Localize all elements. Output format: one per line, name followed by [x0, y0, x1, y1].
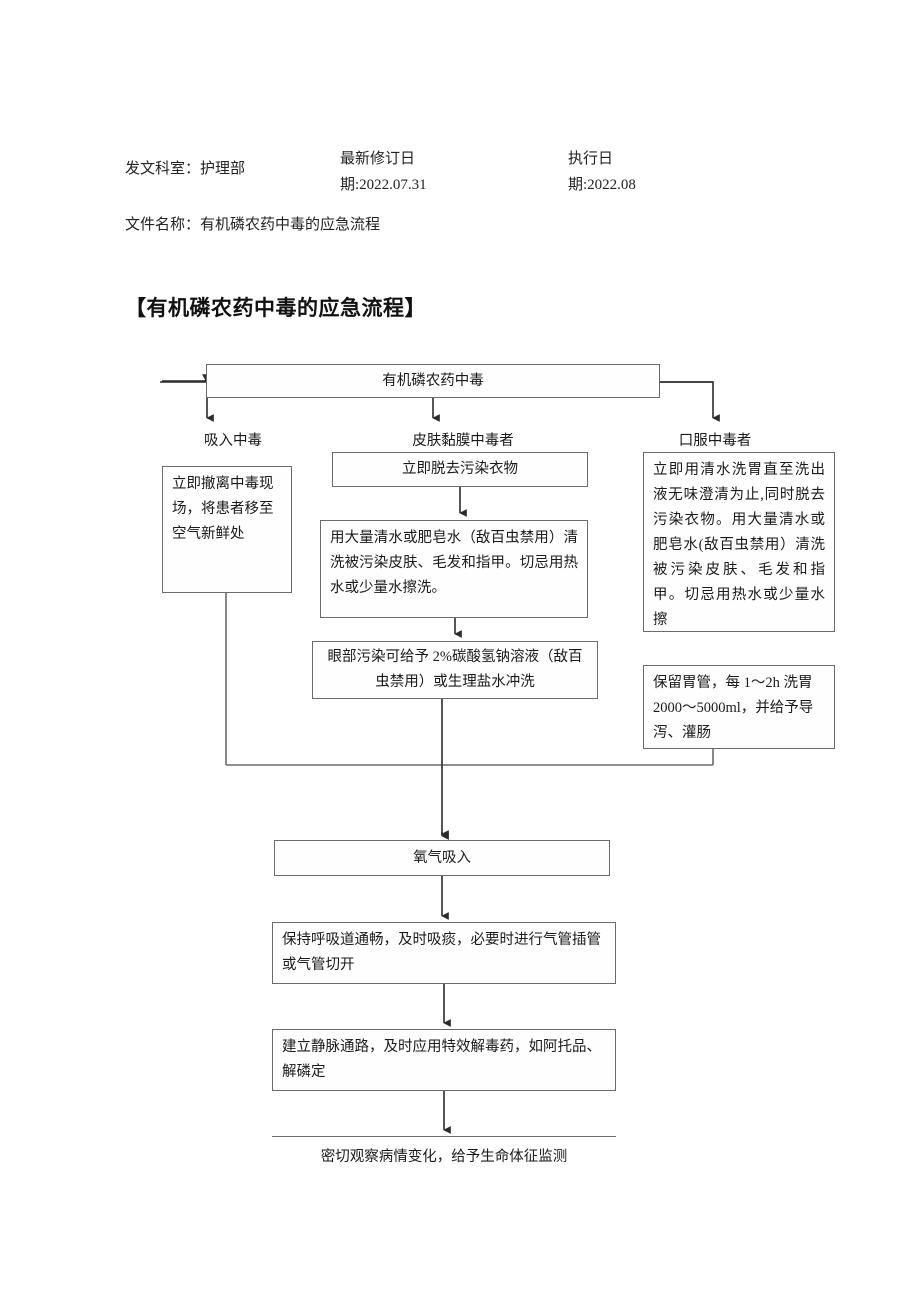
- header-execution-value: 期:2022.08: [568, 177, 636, 193]
- flow-node-root: 有机磷农药中毒: [206, 364, 660, 398]
- flow-node-middle-step3-label: 眼部污染可给予 2%碳酸氢钠溶液（敌百虫禁用）或生理盐水冲洗: [327, 649, 583, 690]
- page-title: 【有机磷农药中毒的应急流程】: [125, 297, 426, 320]
- header-execution-date: 执行日 期:2022.08: [568, 146, 636, 198]
- branch-label-oral: 口服中毒者: [678, 433, 752, 449]
- flow-node-middle-step2: 用大量清水或肥皂水（敌百虫禁用）清洗被污染皮肤、毛发和指甲。切忌用热水或少量水擦…: [320, 520, 588, 618]
- header-revision-date: 最新修订日 期:2022.07.31: [340, 146, 427, 198]
- header-department: 发文科室：护理部: [125, 156, 245, 182]
- flow-node-root-label: 有机磷农药中毒: [382, 372, 484, 389]
- flow-node-middle-step3: 眼部污染可给予 2%碳酸氢钠溶液（敌百虫禁用）或生理盐水冲洗: [312, 641, 598, 699]
- header-file-name-label: 文件名称：有机磷农药中毒的应急流程: [125, 217, 381, 233]
- flow-node-iv-access: 建立静脉通路，及时应用特效解毒药，如阿托品、解磷定: [272, 1029, 616, 1091]
- flow-node-monitoring: 密切观察病情变化，给予生命体征监测: [272, 1136, 616, 1170]
- flow-node-oxygen-label: 氧气吸入: [413, 849, 471, 866]
- flow-node-right-step2: 保留胃管，每 1～2h 洗胃 2000～5000ml，并给予导泻、灌肠: [643, 665, 835, 749]
- branch-label-inhalation: 吸入中毒: [204, 433, 262, 449]
- branch-label-skin: 皮肤黏膜中毒者: [412, 433, 514, 449]
- header-revision-value: 期:2022.07.31: [340, 177, 427, 193]
- header-revision-label: 最新修订日: [340, 151, 416, 167]
- flow-node-middle-step1-label: 立即脱去污染衣物: [402, 461, 518, 477]
- header-department-label: 发文科室：护理部: [125, 161, 246, 177]
- flow-node-right-step1: 立即用清水洗胃直至洗出液无味澄清为止,同时脱去污染衣物。用大量清水或肥皂水(敌百…: [643, 452, 835, 632]
- flow-node-left-step1: 立即撤离中毒现场，将患者移至空气新鲜处: [162, 466, 292, 593]
- flow-node-oxygen: 氧气吸入: [274, 840, 610, 876]
- header-file-name: 文件名称：有机磷农药中毒的应急流程: [125, 212, 380, 238]
- flow-node-airway: 保持呼吸道通畅，及时吸痰，必要时进行气管插管或气管切开: [272, 922, 616, 984]
- flow-node-middle-step1: 立即脱去污染衣物: [332, 452, 588, 487]
- header-execution-label: 执行日: [568, 151, 614, 167]
- flow-node-monitoring-label: 密切观察病情变化，给予生命体征监测: [320, 1149, 568, 1165]
